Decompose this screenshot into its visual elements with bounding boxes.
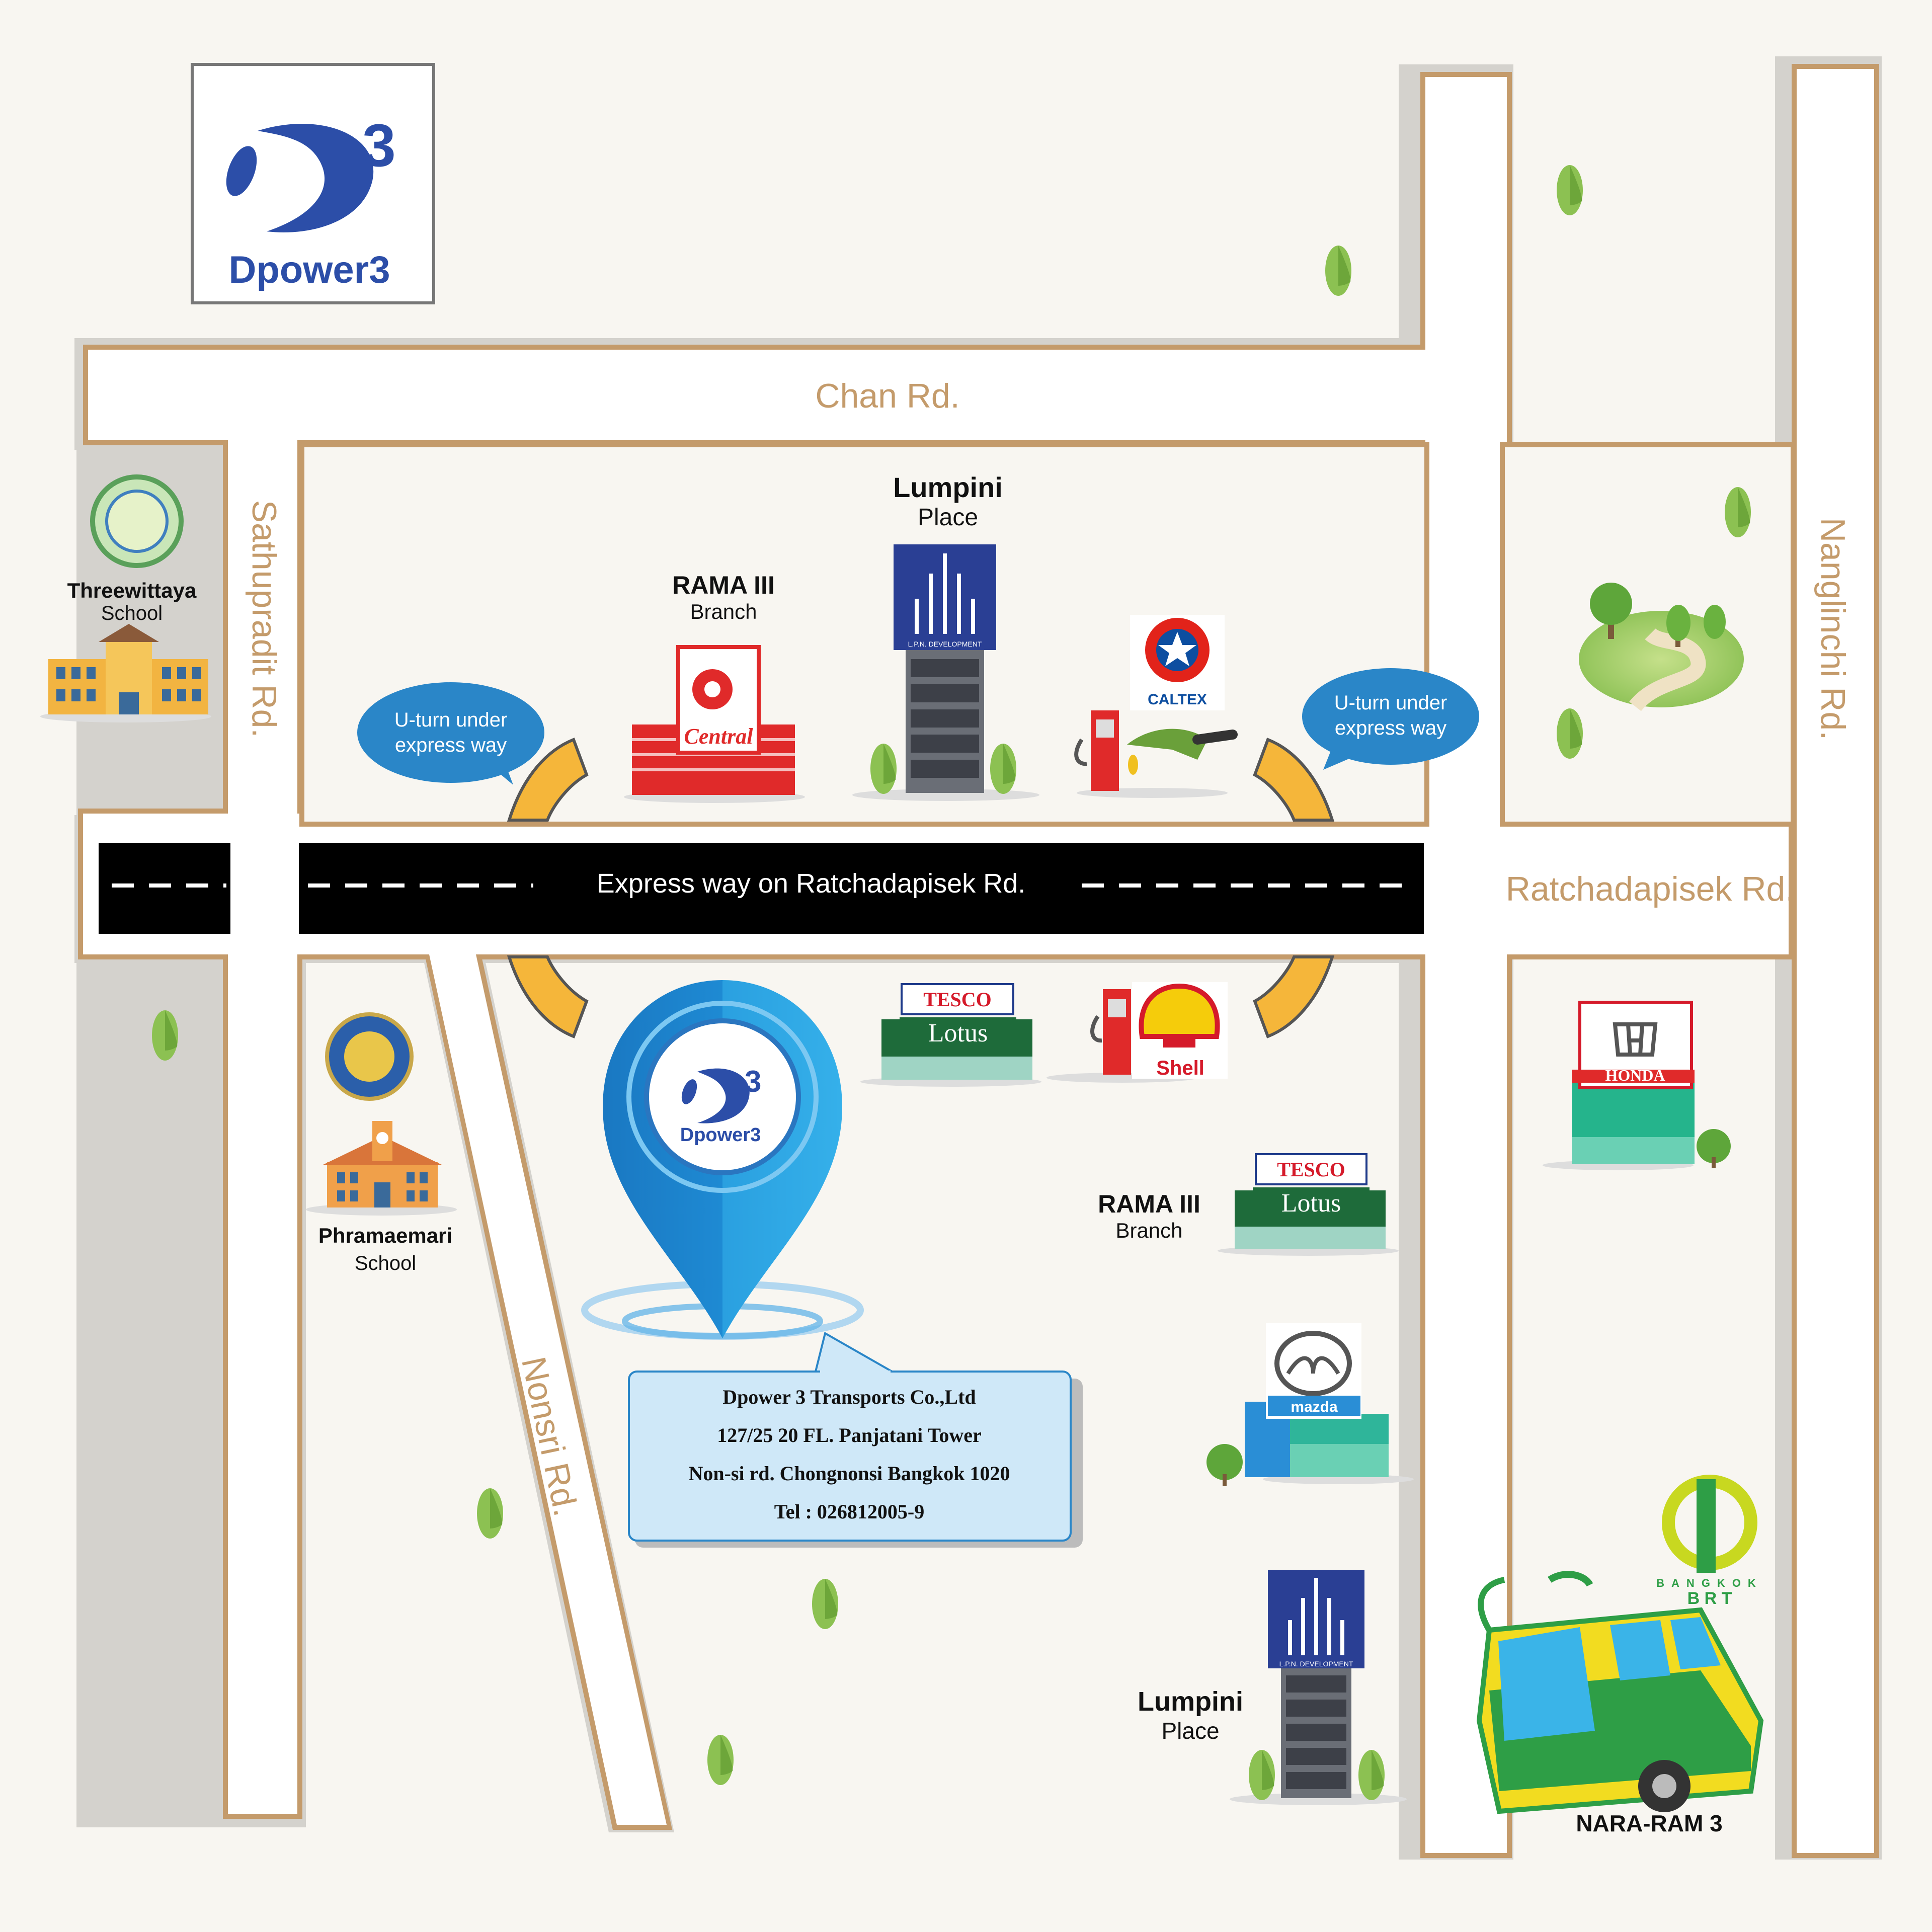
logo-d-mark-icon: [258, 124, 374, 232]
address-company: Dpower 3 Transports Co.,Ltd: [722, 1386, 976, 1408]
shell-logo-icon: [1139, 983, 1220, 1039]
phramaemari-name: Phramaemari: [318, 1224, 452, 1247]
caltex-name: CALTEX: [1148, 691, 1207, 708]
school-building-icon: [40, 624, 211, 722]
uturn-bubble-right: U-turn under express way: [1302, 668, 1479, 770]
tesco-rama-type: Branch: [1115, 1219, 1182, 1242]
uturn-ramps: [507, 738, 1335, 1038]
lumpini-place-top: Lumpini Place L.P.N. DEVELOPMENT: [852, 471, 1039, 801]
central-name: RAMA III: [672, 571, 775, 599]
honda-dealer: HONDA: [1543, 1001, 1731, 1170]
svg-text:express way: express way: [395, 734, 507, 756]
lumpini-top-name: Lumpini: [893, 471, 1003, 503]
lumpini-place-bottom: L.P.N. DEVELOPMENT Lumpini Place: [1138, 1570, 1407, 1805]
tesco-rama-name: RAMA III: [1098, 1190, 1200, 1218]
svg-text:BANGKOK: BANGKOK: [1656, 1577, 1763, 1589]
svg-text:3: 3: [745, 1065, 761, 1098]
svg-text:express way: express way: [1335, 717, 1446, 739]
road-label-ratchadapisek: Ratchadapisek Rd.: [1506, 870, 1795, 908]
logo-wordmark: Dpower3: [229, 249, 390, 291]
address-line1: 127/25 20 FL. Panjatani Tower: [717, 1424, 982, 1446]
fuel-nozzle-icon: [1127, 729, 1238, 775]
park-icon: [1579, 583, 1744, 711]
mazda-logo-icon: [1274, 1331, 1352, 1396]
brt-bus-icon: [1476, 1571, 1764, 1814]
road-label-nanglinchi: Nanglinchi Rd.: [1814, 518, 1852, 740]
shell-name: Shell: [1156, 1057, 1204, 1079]
svg-text:U-turn under: U-turn under: [1334, 692, 1447, 714]
pin-label: Dpower3: [680, 1124, 761, 1146]
central-logo-text: Central: [684, 724, 754, 749]
threewittaya-school: Threewittaya School: [40, 474, 211, 722]
road-network: [74, 56, 1882, 1860]
brt-logo: BANGKOK B R T: [1656, 1475, 1763, 1608]
central-rama3: RAMA III Branch Central: [624, 571, 805, 803]
phramaemari-school: Phramaemari School: [306, 1012, 457, 1274]
svg-text:L.P.N. DEVELOPMENT: L.P.N. DEVELOPMENT: [908, 640, 982, 648]
expressway-label: Express way on Ratchadapisek Rd.: [597, 868, 1025, 899]
lumpini-bottom-name: Lumpini: [1138, 1686, 1243, 1717]
school-building-icon: [306, 1121, 457, 1216]
threewittaya-name: Threewittaya: [67, 579, 197, 602]
svg-text:Lotus: Lotus: [928, 1019, 988, 1048]
mazda-dealer: mazda: [1206, 1323, 1414, 1486]
honda-name: HONDA: [1605, 1066, 1665, 1084]
address-line2: Non-si rd. Chongnonsi Bangkok 1020: [688, 1462, 1010, 1485]
address-tel: Tel : 026812005-9: [774, 1500, 925, 1523]
road-label-sathupradit: Sathupradit Rd.: [245, 500, 283, 738]
tesco-lotus-rama3: RAMA III Branch TESCO Lotus: [1098, 1153, 1399, 1256]
svg-text:TESCO: TESCO: [923, 988, 992, 1011]
threewittaya-type: School: [101, 602, 163, 624]
pin-logo-icon: [697, 1068, 750, 1123]
road-label-chan: Chan Rd.: [815, 377, 959, 415]
fuel-pump-icon: [1074, 710, 1119, 791]
svg-text:TESCO: TESCO: [1277, 1158, 1345, 1181]
fuel-pump-icon: [1090, 989, 1131, 1075]
tesco-lotus-top: TESCO Lotus: [860, 983, 1041, 1087]
shell-station: Shell: [1046, 982, 1228, 1083]
uturn-bubble-left: U-turn under express way: [357, 682, 544, 785]
logo-superscript: 3: [362, 112, 396, 179]
expressway: Express way on Ratchadapisek Rd.: [99, 843, 1424, 934]
phramaemari-type: School: [355, 1252, 416, 1274]
lumpini-bottom-type: Place: [1161, 1718, 1219, 1744]
dpower3-logo: 3 Dpower3: [191, 63, 435, 304]
mazda-name: mazda: [1291, 1399, 1338, 1415]
location-pin[interactable]: 3 Dpower3: [581, 980, 864, 1340]
address-callout: Dpower 3 Transports Co.,Ltd 127/25 20 FL…: [628, 1331, 1083, 1548]
svg-text:Lotus: Lotus: [1281, 1189, 1341, 1218]
svg-text:U-turn under: U-turn under: [394, 709, 508, 731]
central-type: Branch: [690, 600, 757, 623]
lumpini-top-type: Place: [918, 504, 978, 531]
honda-logo-icon: [1613, 1022, 1658, 1057]
bus-route-label: NARA-RAM 3: [1576, 1810, 1722, 1836]
svg-text:L.P.N. DEVELOPMENT: L.P.N. DEVELOPMENT: [1279, 1660, 1353, 1668]
svg-text:B R T: B R T: [1687, 1589, 1732, 1608]
caltex-station: CALTEX: [1074, 615, 1238, 798]
